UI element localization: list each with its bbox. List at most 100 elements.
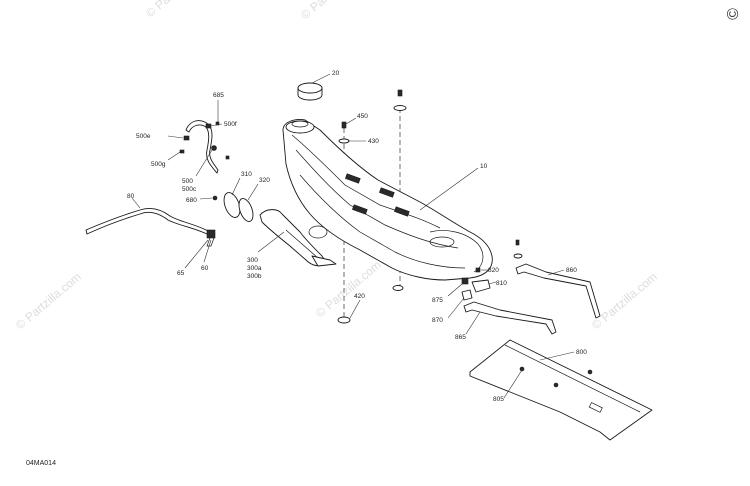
tank-lower-ridge [299,174,466,269]
pump-filter-line [285,229,319,259]
vent-hose-assembly [179,120,230,174]
callout-320: 320 [259,177,270,184]
callout-65: 65 [177,270,185,277]
washer-420 [337,316,351,324]
screw-680 [212,195,218,201]
figure-code: 04MA014 [26,460,56,467]
callout-875: 875 [432,297,443,304]
callout-310: 310 [241,171,252,178]
callout-500e: 500e [136,133,151,140]
leader-80 [131,197,141,209]
leader-800 [539,351,575,361]
leader-65 [184,239,209,269]
leader-60 [203,239,212,263]
heat-shield-slot [588,402,603,413]
tank-mount-hardware [461,267,491,301]
leader-300 [257,231,285,253]
callout-430: 430 [368,138,379,145]
leader-500e [167,135,184,139]
callout-805: 805 [493,396,504,403]
callout-500: 500 [182,178,193,185]
leader-500f [209,123,223,127]
watermark-3: © Partzilla.com [13,270,84,333]
rivet-805-2 [553,382,559,388]
tank-label-2 [352,204,368,215]
watermark-1: © Partzilla.com [143,0,214,20]
bracket-810 [471,279,491,293]
tank-pump-opening [308,225,328,239]
strap-865 [463,301,557,335]
washer-lower-right [392,285,404,291]
callout-420: 420 [354,293,365,300]
rivet-805-1 [519,366,525,372]
leader-500 [195,149,213,177]
tank-label-4 [394,206,410,217]
leader-420 [349,299,361,319]
fuel-line-80 [85,207,212,237]
leader-500g [167,151,181,161]
callout-10: 10 [480,163,488,170]
watermark-4: © Partzilla.com [313,258,384,321]
callout-500f: 500f [224,121,237,128]
washer-430 [338,138,350,144]
callout-870: 870 [432,317,443,324]
heat-shield-fold [504,344,641,413]
callout-800: 800 [576,349,587,356]
screw-500c [225,155,230,160]
corner-copyright-mark: © P [725,8,750,20]
tank-oval-cutout [429,236,455,248]
callout-865: 865 [455,334,466,341]
leader-320 [247,183,259,201]
fuel-tank-assembly [282,119,493,281]
leader-680 [199,197,213,200]
callout-500c: 500c [182,186,197,193]
rivet-805-3 [587,369,593,375]
callout-80: 80 [127,193,135,200]
bolt-upper-right [397,89,403,97]
leader-875 [447,283,463,297]
callout-680: 680 [186,197,197,204]
tank-upper-ridge [291,134,441,229]
leader-20 [311,73,331,84]
quick-connector-60 [206,229,216,239]
watermark-2: © Partzilla.com [298,0,369,22]
callout-labels: 20 450 430 10 685 500e 500f 500g 500 500… [127,70,587,403]
callout-300a: 300a [247,265,262,272]
callout-820: 820 [488,267,499,274]
tank-mid-ridge [295,149,459,249]
heat-shield-800 [469,339,653,441]
vent-valve-500 [211,145,217,151]
seal-ring-320 [238,198,254,222]
callout-20: 20 [332,70,340,77]
leader-10 [419,167,479,211]
callout-60: 60 [201,265,209,272]
leader-870 [447,297,465,319]
callout-300: 300 [247,257,258,264]
tank-straps [463,239,601,335]
fuel-tank-body [282,119,493,281]
fitting-500g [179,149,185,154]
leader-860 [547,269,565,276]
callout-810: 810 [496,280,507,287]
watermark-5: © Partzilla.com [589,270,660,333]
leader-810 [488,281,497,285]
leader-805 [503,369,523,399]
leader-310 [231,177,241,196]
washer-upper-right [393,105,407,111]
heat-shield-assembly [469,339,653,441]
fuel-cap [297,82,323,101]
callout-500g: 500g [151,161,166,168]
callout-860: 860 [566,267,577,274]
tank-filler-neck-rim [291,120,309,128]
strap-bolt-860 [515,239,520,246]
callout-450: 450 [357,113,368,120]
tank-label-3 [379,187,395,198]
clamp-870 [461,289,473,301]
bolt-450 [341,121,347,129]
tank-front-lobe [429,230,484,273]
strap-washer-860 [513,253,523,259]
fuel-pump-assembly [212,192,337,267]
callout-685: 685 [213,92,224,99]
fuel-line-assembly [85,207,216,247]
